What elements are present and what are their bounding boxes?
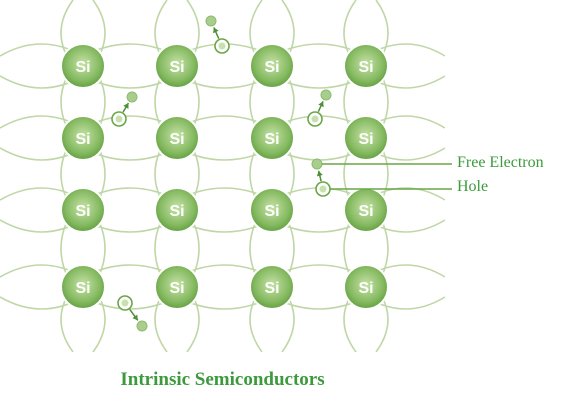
silicon-atom: Si [343, 115, 389, 161]
charge-carriers [111, 15, 332, 332]
silicon-atom: Si [343, 187, 389, 233]
free-electron [136, 320, 148, 332]
atom-symbol: Si [264, 59, 279, 76]
arrowhead [123, 103, 129, 109]
silicon-atom: Si [249, 115, 295, 161]
atom-symbol: Si [358, 280, 373, 297]
atom-symbol: Si [75, 203, 90, 220]
hole [307, 111, 323, 127]
hole-label: Hole [457, 178, 489, 195]
silicon-atom: Si [154, 115, 200, 161]
arrowhead [318, 101, 324, 108]
free-electron [311, 158, 323, 170]
atom-symbol: Si [358, 131, 373, 148]
silicon-atom: Si [60, 115, 106, 161]
atom-symbol: Si [169, 203, 184, 220]
silicon-atom: Si [249, 187, 295, 233]
hole [315, 181, 331, 197]
free-electron-label: Free Electron [457, 154, 544, 171]
atom-symbol: Si [264, 203, 279, 220]
silicon-atom: Si [60, 264, 106, 310]
atom-symbol: Si [75, 280, 90, 297]
arrowhead [316, 170, 323, 177]
silicon-atom: Si [154, 43, 200, 89]
atom-symbol: Si [358, 59, 373, 76]
label-leader-lines [322, 163, 452, 190]
silicon-atom: Si [249, 43, 295, 89]
arrowhead [213, 27, 219, 34]
hole [117, 295, 133, 311]
atom-symbol: Si [169, 59, 184, 76]
silicon-atom: Si [154, 264, 200, 310]
silicon-atom: Si [249, 264, 295, 310]
free-electron [126, 91, 138, 103]
hole [214, 38, 230, 54]
arrowhead [132, 314, 138, 321]
diagram-caption: Intrinsic Semiconductors [120, 369, 325, 390]
silicon-atom: Si [60, 43, 106, 89]
atom-symbol: Si [264, 280, 279, 297]
atom-symbol: Si [358, 203, 373, 220]
silicon-atom: Si [60, 187, 106, 233]
free-electron [320, 89, 332, 101]
silicon-atom: Si [343, 43, 389, 89]
atom-symbol: Si [75, 131, 90, 148]
free-electron [205, 15, 217, 27]
silicon-atom: Si [154, 187, 200, 233]
hole [111, 111, 127, 127]
atom-symbol: Si [169, 131, 184, 148]
atom-symbol: Si [264, 131, 279, 148]
atom-symbol: Si [169, 280, 184, 297]
atom-symbol: Si [75, 59, 90, 76]
silicon-atom: Si [343, 264, 389, 310]
